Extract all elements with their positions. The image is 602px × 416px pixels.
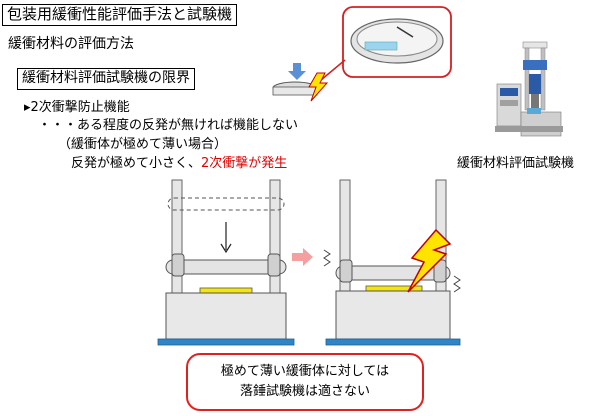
- conclusion-box: 極めて薄い緩衝体に対しては 落錘試験機は適さない: [186, 353, 424, 411]
- conclusion-line-2: 落錘試験機は適さない: [239, 384, 370, 399]
- drop-tester-diagram-after: [323, 179, 461, 346]
- section-heading: 緩衝材料評価試験機の限界: [17, 68, 195, 90]
- case-result-prefix: 反発が極めて小さく、: [71, 156, 202, 171]
- bullet-point: ▸2次衝撃防止機能: [24, 100, 130, 115]
- machine-base: [165, 292, 287, 340]
- section-subtitle: 緩衝材料の評価方法: [8, 36, 134, 52]
- machine-label: 緩衝材料評価試験機: [457, 156, 575, 171]
- transition-arrow: [292, 248, 313, 266]
- small-down-arrow: [288, 63, 306, 80]
- page-title: 包装用緩衝性能評価手法と試験機: [2, 4, 238, 26]
- drop-tester-diagram-before: [157, 179, 295, 346]
- impact-inset-illustration: [272, 6, 452, 102]
- bullet-description: ・・・ある程度の反発が無ければ機能しない: [38, 118, 299, 133]
- base-plate: [157, 338, 295, 346]
- left-vibration-lines: [323, 249, 331, 267]
- initial-weight-dashed: [167, 197, 285, 211]
- conclusion-line-1: 極めて薄い緩衝体に対しては: [220, 364, 390, 379]
- right-vibration-lines: [453, 275, 461, 293]
- falling-weight: [165, 259, 287, 275]
- zoom-cushion: [364, 41, 398, 51]
- lightning-impact-icon: [407, 228, 452, 293]
- case-result-highlight: 2次衝撃が発生: [201, 156, 288, 171]
- case-label: （緩衝体が極めて薄い場合）: [58, 137, 228, 152]
- case-result: 反発が極めて小さく、2次衝撃が発生: [71, 152, 287, 171]
- cushion-sample: [199, 287, 253, 294]
- small-lightning-icon: [308, 72, 329, 102]
- cushion-testing-machine-image: [495, 41, 563, 137]
